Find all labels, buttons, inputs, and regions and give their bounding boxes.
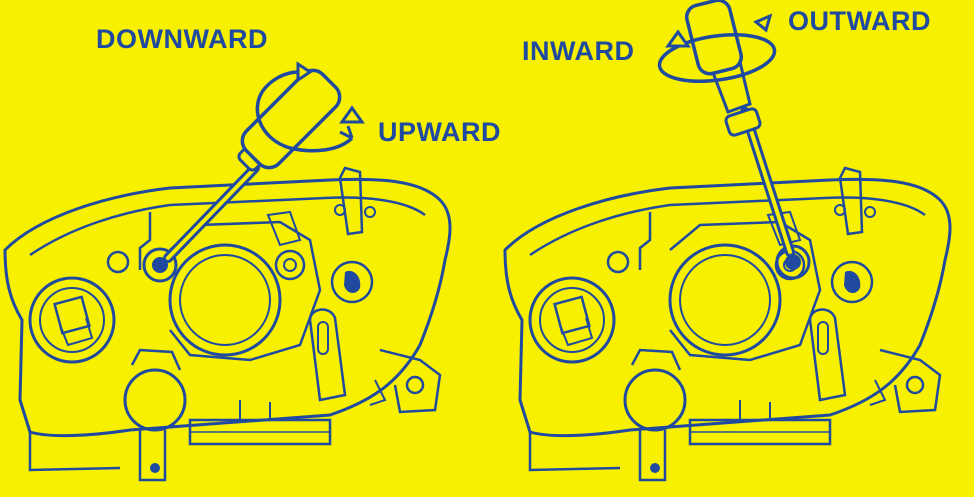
left-rotation-arrows: [255, 61, 365, 153]
right-headlamp: [503, 166, 952, 482]
left-headlamp: [3, 166, 452, 482]
right-rotation-arrows: [657, 13, 777, 83]
outward-label: OUTWARD: [788, 6, 931, 36]
downward-label: DOWNWARD: [96, 24, 268, 54]
inward-label: INWARD: [522, 36, 635, 66]
upward-label: UPWARD: [378, 117, 501, 147]
left-screwdriver: [163, 68, 342, 263]
